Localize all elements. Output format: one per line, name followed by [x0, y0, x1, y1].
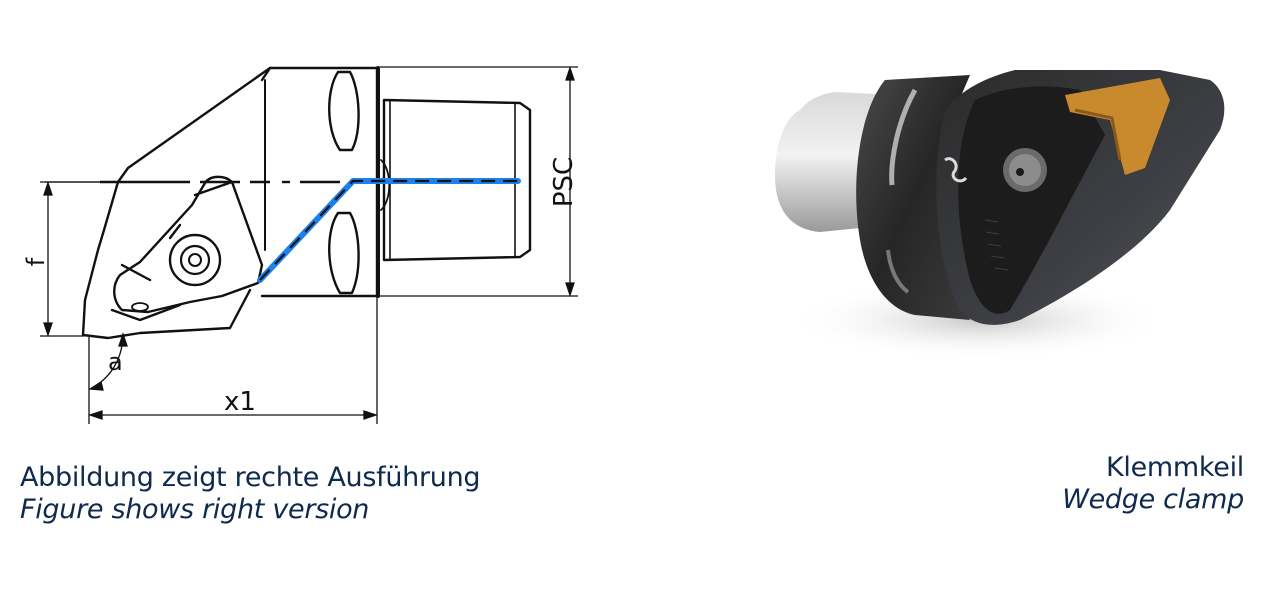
cutting-insert [1065, 78, 1170, 175]
coolant-channel [257, 178, 521, 283]
upper-slot [328, 70, 360, 152]
caption-right-german: Klemmkeil [1105, 452, 1244, 483]
caption-left-english: Figure shows right version [20, 494, 370, 526]
right-caption: Klemmkeil Wedge clamp [1062, 452, 1244, 517]
a-label: a [108, 348, 123, 376]
left-caption: Abbildung zeigt rechte Ausführung Figure… [20, 462, 481, 527]
shank-outline [382, 98, 532, 262]
insert-outline [113, 175, 264, 314]
psc-label: PSC [549, 157, 579, 207]
clamp-screw [168, 233, 222, 287]
x1-label: x1 [224, 387, 256, 417]
lower-slot [328, 211, 360, 295]
caption-left-german: Abbildung zeigt rechte Ausführung [20, 462, 481, 493]
wedge-clamp-photo [775, 70, 1225, 360]
technical-drawing: PSC f a x1 [22, 65, 579, 424]
f-label: f [22, 257, 50, 266]
caption-right-english: Wedge clamp [1062, 484, 1244, 516]
